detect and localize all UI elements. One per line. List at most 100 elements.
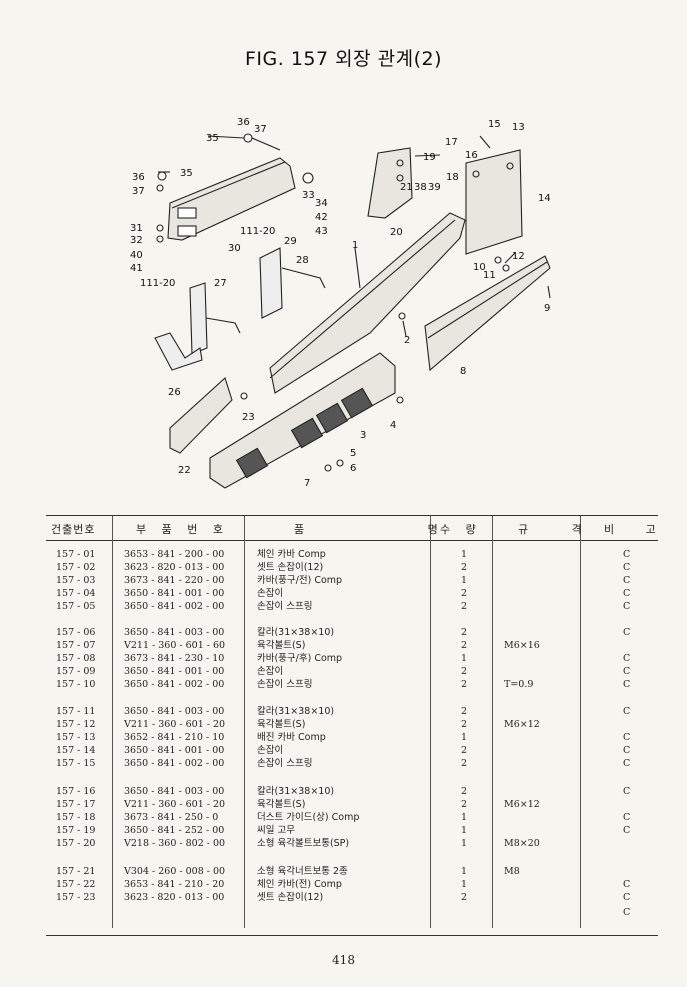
part-no-cell: 157 - 09 <box>56 666 96 677</box>
remark-cell: C <box>623 653 631 664</box>
part-number-cell: 3650 - 841 - 003 - 00 <box>124 627 225 638</box>
quantity-cell: 2 <box>460 666 468 677</box>
callout-11: 11 <box>483 270 496 281</box>
part-no-cell: 157 - 02 <box>56 562 96 573</box>
part-number-cell: 3623 - 820 - 013 - 00 <box>124 892 225 903</box>
part-name-cell: 손잡이 스프링 <box>257 679 313 690</box>
part-no-cell: 157 - 17 <box>56 799 96 810</box>
callout-41: 41 <box>130 263 143 274</box>
remark-cell: C <box>623 575 631 586</box>
table-top-rule <box>46 515 658 516</box>
figure-title: FIG. 157 외장 관계(2) <box>244 48 442 70</box>
part-number-cell: 3652 - 841 - 210 - 10 <box>124 732 225 743</box>
callout-32: 32 <box>130 235 143 246</box>
callout-38: 38 <box>414 182 427 193</box>
part-name-cell: 카바(풍구/후) Comp <box>257 653 343 664</box>
callout-36: 36 <box>237 117 250 128</box>
part-no-cell: 157 - 14 <box>56 745 96 756</box>
part-number-cell: V218 - 360 - 802 - 00 <box>124 838 226 849</box>
remark-cell: C <box>623 601 631 612</box>
remark-cell: C <box>623 812 631 823</box>
quantity-cell: 2 <box>460 601 468 612</box>
callout-31: 31 <box>130 223 143 234</box>
part-number-cell: 3650 - 841 - 252 - 00 <box>124 825 225 836</box>
part-number-cell: V211 - 360 - 601 - 20 <box>124 719 226 730</box>
callout-111-20b: 111-20 <box>140 278 175 289</box>
part-number-cell: 3650 - 841 - 002 - 00 <box>124 758 225 769</box>
part-name-cell: 손잡이 스프링 <box>257 758 313 769</box>
quantity-cell: 1 <box>460 653 468 664</box>
callout-17: 17 <box>445 137 458 148</box>
callout-20: 20 <box>390 227 403 238</box>
part-number-cell: 3650 - 841 - 002 - 00 <box>124 601 225 612</box>
callout-21: 21 <box>400 182 413 193</box>
part-no-cell: 157 - 03 <box>56 575 96 586</box>
part-no-cell: 157 - 15 <box>56 758 96 769</box>
callout-6: 6 <box>350 463 356 474</box>
part-no-cell: 157 - 23 <box>56 892 96 903</box>
quantity-cell: 2 <box>460 640 468 651</box>
part-name-cell: 칼라(31×38×10) <box>257 706 335 717</box>
part-name-cell: 육각볼트(S) <box>257 799 306 810</box>
quantity-cell: 1 <box>460 825 468 836</box>
callout-12: 12 <box>512 251 525 262</box>
part-name-cell: 셋트 손잡이(12) <box>257 892 324 903</box>
part-no-cell: 157 - 19 <box>56 825 96 836</box>
spec-cell: T=0.9 <box>504 679 534 690</box>
table-header-rule <box>46 540 658 541</box>
quantity-cell: 2 <box>460 745 468 756</box>
callout-34: 34 <box>315 198 328 209</box>
remark-cell: C <box>623 825 631 836</box>
callout-29: 29 <box>284 236 297 247</box>
part-no-cell: 157 - 22 <box>56 879 96 890</box>
callout-14: 14 <box>538 193 551 204</box>
quantity-cell: 2 <box>460 758 468 769</box>
part-no-cell: 157 - 04 <box>56 588 96 599</box>
remark-cell: C <box>623 758 631 769</box>
callout-30: 30 <box>228 243 241 254</box>
remark-cell: C <box>623 666 631 677</box>
part-no-cell: 157 - 18 <box>56 812 96 823</box>
table-row: 157 - 09 3650 - 841 - 001 - 00 손잡이 2 C <box>0 665 687 678</box>
part-name-cell: 소형 육각너트보통 2종 <box>257 866 348 877</box>
part-name-cell: 손잡이 <box>257 745 284 756</box>
extra-remark: C <box>623 907 631 918</box>
callout-2: 2 <box>404 335 410 346</box>
part-number-cell: 3650 - 841 - 001 - 00 <box>124 666 225 677</box>
quantity-cell: 2 <box>460 786 468 797</box>
header-spec: 규 격 <box>518 523 602 536</box>
part-name-cell: 칼라(31×38×10) <box>257 786 335 797</box>
quantity-cell: 1 <box>460 879 468 890</box>
callout-111-20: 111-20 <box>240 226 275 237</box>
header-part-no: 건출번호 <box>51 523 96 536</box>
exploded-parts-diagram: 36 37 35 36 35 37 31 32 40 41 30 111-20 … <box>130 117 551 489</box>
callout-42: 42 <box>315 212 328 223</box>
part-name-cell: 소형 육각볼트보통(SP) <box>257 838 350 849</box>
callout-43: 43 <box>315 226 328 237</box>
table-row: 157 - 15 3650 - 841 - 002 - 00 손잡이 스프링 2 C <box>0 757 687 770</box>
part-name-cell: 손잡이 <box>257 588 284 599</box>
quantity-cell: 2 <box>460 562 468 573</box>
part-no-cell: 157 - 08 <box>56 653 96 664</box>
part-number-cell: 3650 - 841 - 001 - 00 <box>124 588 225 599</box>
remark-cell: C <box>623 786 631 797</box>
part-number-cell: 3673 - 841 - 230 - 10 <box>124 653 225 664</box>
callout-10: 10 <box>473 262 486 273</box>
callout-35: 35 <box>206 133 219 144</box>
callout-28: 28 <box>296 255 309 266</box>
part-name-cell: 손잡이 <box>257 666 284 677</box>
header-part-name: 품 명 <box>294 523 498 536</box>
callout-8: 8 <box>460 366 466 377</box>
part-no-cell: 157 - 16 <box>56 786 96 797</box>
part-no-cell: 157 - 06 <box>56 627 96 638</box>
quantity-cell: 1 <box>460 549 468 560</box>
